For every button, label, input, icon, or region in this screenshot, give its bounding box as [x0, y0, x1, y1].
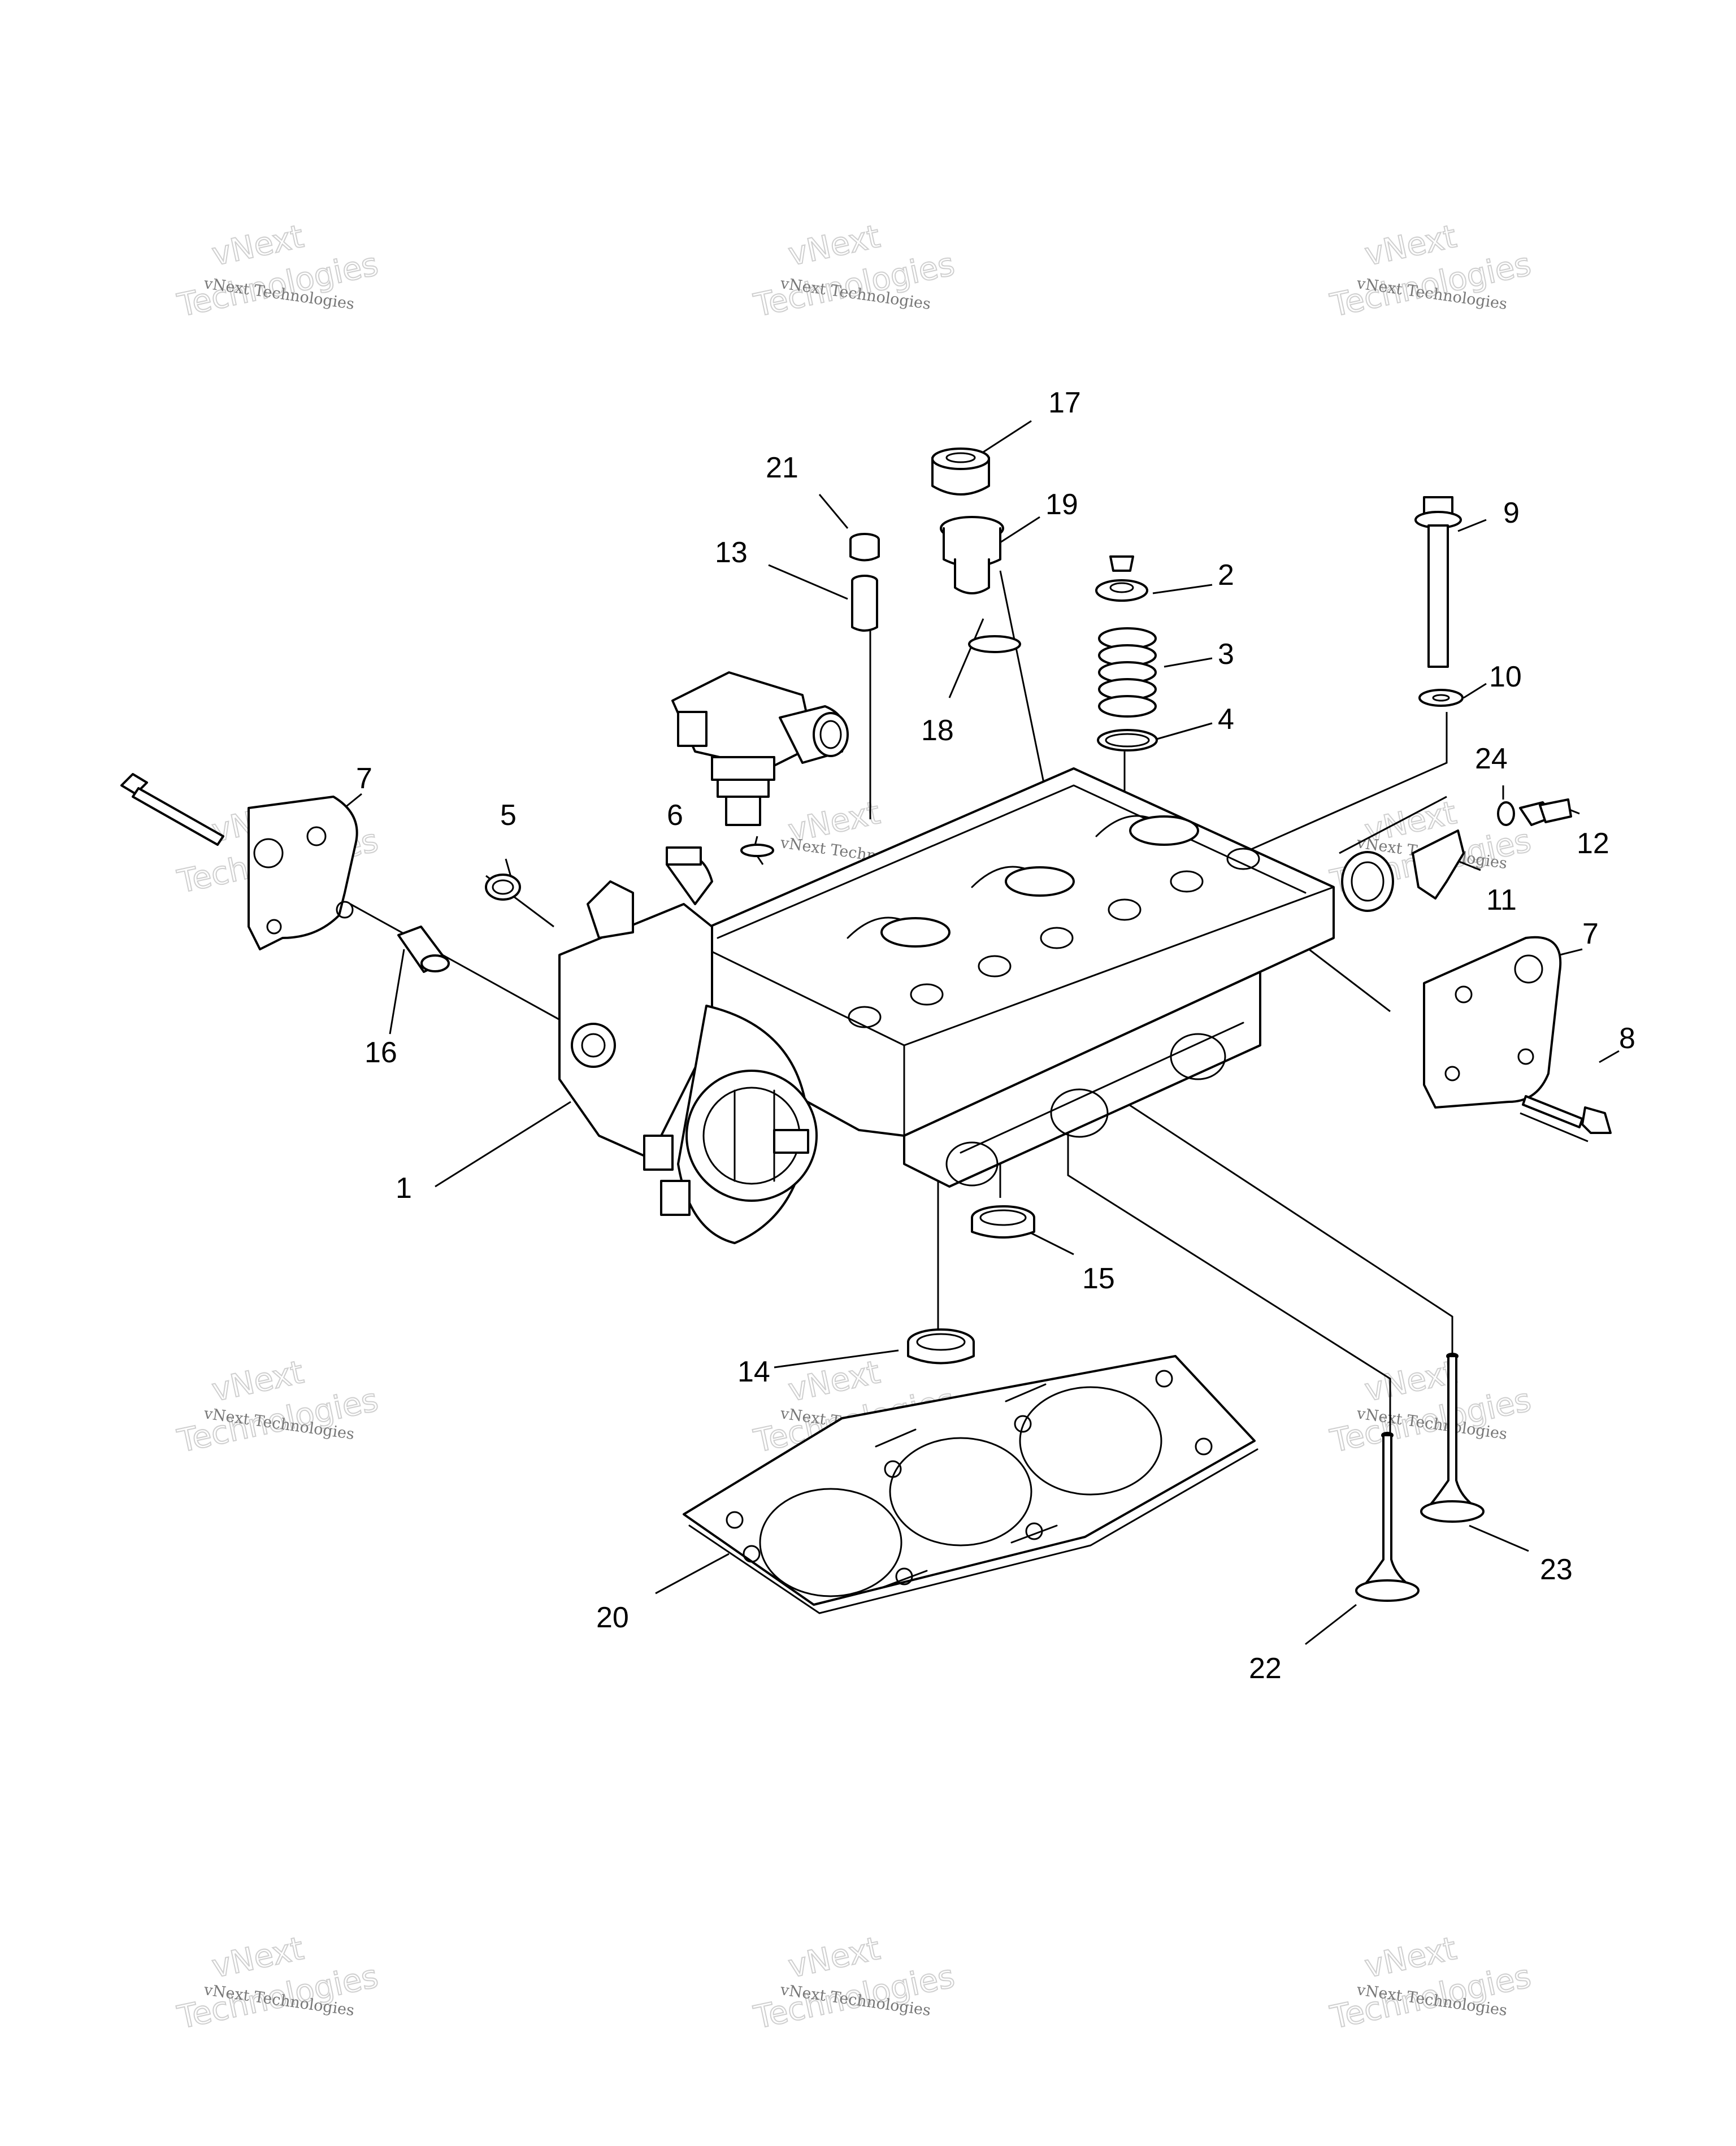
- valve-23: [1420, 1353, 1485, 1523]
- oil-control-valve: [671, 671, 849, 826]
- head-gasket-20: [683, 1355, 1258, 1614]
- watermark-top-right: vNext Technologies vNext Technologies: [1326, 218, 1534, 325]
- callout-3: 3: [1218, 638, 1234, 671]
- callout-18: 18: [921, 714, 954, 747]
- seal-15: [971, 1205, 1035, 1239]
- washer-24: [1497, 801, 1515, 826]
- callout-20: 20: [596, 1601, 629, 1634]
- callout-22: 22: [1249, 1652, 1282, 1685]
- valve-spring-3: [1098, 627, 1157, 718]
- bracket-7-left: [248, 796, 358, 950]
- cap-17: [931, 448, 990, 496]
- washer-10: [1418, 689, 1464, 707]
- plug-5: [485, 874, 521, 901]
- callout-24: 24: [1475, 742, 1508, 775]
- watermark-bottom-right: vNext Technologies vNext Technologies: [1326, 1930, 1534, 2037]
- callout-8: 8: [1619, 1022, 1635, 1055]
- watermark-top-center: vNext Technologies vNext Technologies: [750, 218, 958, 325]
- callout-4: 4: [1218, 703, 1234, 736]
- callout-17: 17: [1048, 386, 1081, 419]
- seal-14: [907, 1328, 975, 1365]
- callout-19: 19: [1045, 488, 1078, 521]
- watermark-bottom-center: vNext Technologies vNext Technologies: [750, 1930, 958, 2037]
- callout-7-left: 7: [356, 762, 372, 795]
- cylinder-head: [558, 767, 1335, 1244]
- callout-23: 23: [1540, 1553, 1573, 1586]
- bracket-7-right: [1423, 936, 1562, 1109]
- leader-lines: [350, 570, 1589, 1446]
- callout-11: 11: [1486, 884, 1517, 916]
- callout-5: 5: [500, 799, 517, 832]
- watermark-mid-right-lower: vNext Technologies vNext Technologies: [1326, 1353, 1534, 1461]
- head-bolt-9: [1414, 496, 1462, 668]
- bolt-12: [1519, 798, 1572, 826]
- seal-11: [1341, 829, 1465, 912]
- callout-7-right: 7: [1582, 918, 1599, 950]
- valve-22: [1355, 1432, 1420, 1602]
- callout-pointers: [316, 420, 1620, 1645]
- callout-16: 16: [364, 1036, 397, 1069]
- callout-9: 9: [1503, 497, 1520, 529]
- valve-spring-retainer-2: [1095, 579, 1148, 602]
- watermark-mid-left-lower: vNext Technologies vNext Technologies: [173, 1353, 381, 1461]
- valve-keeper: [1109, 555, 1134, 572]
- o-ring-6: [740, 844, 774, 857]
- callout-21: 21: [766, 451, 798, 484]
- seal-19: [940, 516, 1004, 594]
- callout-6: 6: [667, 799, 683, 832]
- callout-2: 2: [1218, 559, 1234, 592]
- callout-14: 14: [737, 1356, 770, 1388]
- callout-13: 13: [715, 536, 748, 569]
- seal-21: [849, 533, 880, 562]
- valve-guide-13: [851, 575, 878, 632]
- callout-10: 10: [1489, 661, 1522, 693]
- callout-labels: 1 2 3 4 5 6 7 7 8 9 10 11 12 13 14 15 16…: [356, 386, 1635, 1685]
- o-ring-18: [968, 635, 1021, 653]
- watermark-bottom-left: vNext Technologies vNext Technologies: [173, 1930, 381, 2037]
- bolt-left: [120, 773, 224, 846]
- spacer-16: [397, 926, 450, 973]
- callout-1: 1: [396, 1172, 412, 1205]
- bolt-8: [1522, 1095, 1612, 1134]
- callout-15: 15: [1082, 1262, 1115, 1295]
- callout-12: 12: [1577, 827, 1609, 860]
- valve-spring-seat-4: [1097, 729, 1158, 751]
- watermark-top-left: vNext Technologies vNext Technologies: [173, 218, 381, 325]
